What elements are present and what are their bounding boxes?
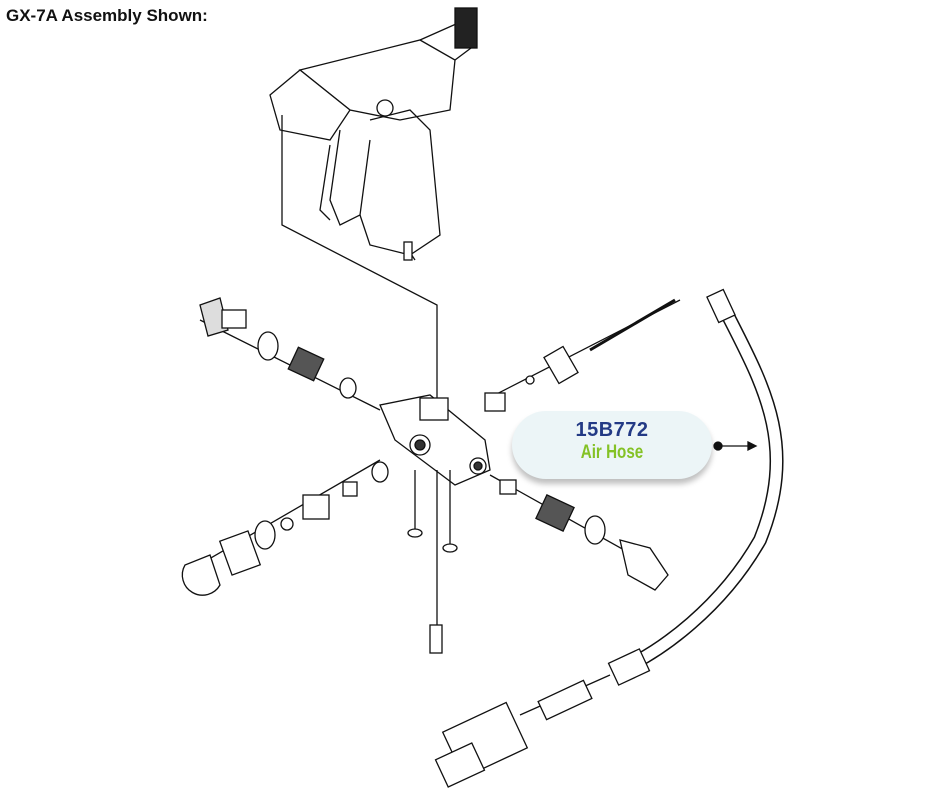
upper-left-components (199, 297, 357, 399)
part-callout-air-hose: 15B772 Air Hose (512, 411, 712, 479)
callout-arrow (713, 440, 758, 452)
lower-right-components (499, 479, 669, 591)
manifold-block (379, 394, 491, 486)
upper-right-components (484, 298, 676, 412)
air-hose-illustration (434, 288, 784, 788)
part-name: Air Hose (580, 442, 644, 463)
lower-left-components (181, 461, 389, 596)
diagram-title: GX-7A Assembly Shown: (6, 6, 208, 25)
spray-gun-illustration (269, 7, 478, 261)
part-number: 15B772 (575, 419, 649, 441)
